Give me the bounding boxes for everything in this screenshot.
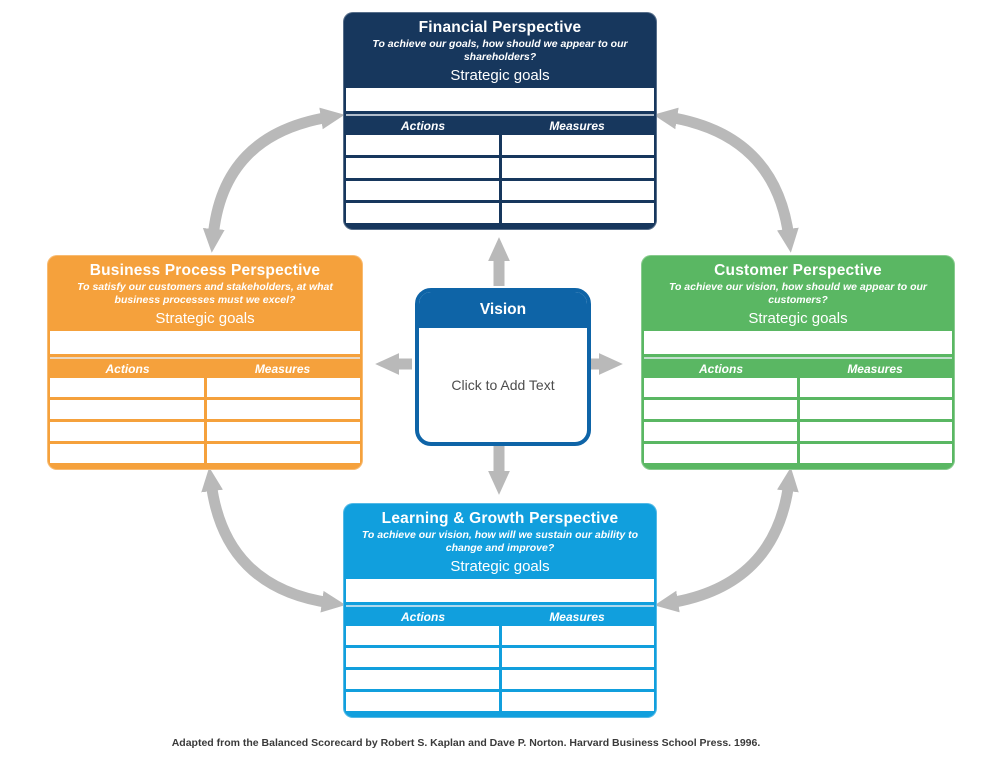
card-title: Learning & Growth Perspective — [381, 510, 619, 527]
cycle-arrow-bottom-left — [201, 467, 346, 613]
card-title: Financial Perspective — [418, 19, 582, 36]
card-question: To achieve our vision, how will we susta… — [361, 529, 639, 555]
attribution-text: Adapted from the Balanced Scorecard by R… — [171, 737, 761, 749]
measures-cell[interactable] — [501, 692, 654, 711]
measures-cell[interactable] — [799, 400, 952, 420]
actions-cell[interactable] — [346, 670, 499, 690]
measures-cell[interactable] — [501, 626, 654, 646]
card-title: Business Process Perspective — [89, 262, 321, 279]
strategic-goals-label: Strategic goals — [748, 310, 848, 328]
measures-cell[interactable] — [206, 444, 360, 463]
strategic-goals-input-row[interactable] — [346, 579, 654, 603]
table-body — [644, 378, 952, 463]
learning-growth-perspective-card: Learning & Growth Perspective To achieve… — [343, 503, 657, 718]
actions-header: Actions — [105, 361, 150, 376]
actions-header: Actions — [698, 361, 743, 376]
strategic-goals-input-row[interactable] — [50, 331, 360, 355]
strategic-goals-input-row[interactable] — [644, 331, 952, 355]
table-header-row: Actions Measures — [346, 114, 654, 135]
table-header-row: Actions Measures — [50, 357, 360, 378]
actions-measures-table: Actions Measures — [50, 357, 360, 463]
measures-cell[interactable] — [501, 203, 654, 223]
actions-cell[interactable] — [644, 400, 797, 420]
measures-cell[interactable] — [501, 648, 654, 668]
measures-header: Measures — [549, 609, 605, 624]
measures-header: Measures — [847, 361, 903, 376]
strategic-goals-label: Strategic goals — [450, 558, 550, 576]
actions-cell[interactable] — [346, 692, 499, 711]
table-body — [50, 378, 360, 463]
actions-measures-table: Actions Measures — [644, 357, 952, 463]
cycle-arrow-bottom-right — [654, 467, 799, 613]
vision-text-placeholder[interactable]: Click to Add Text — [451, 377, 555, 393]
actions-cell[interactable] — [346, 157, 499, 178]
cycle-arrow-top-left — [202, 107, 345, 253]
strategic-goals-label: Strategic goals — [450, 67, 550, 85]
measures-header: Measures — [254, 361, 311, 376]
customer-perspective-card: Customer Perspective To achieve our visi… — [641, 255, 955, 470]
card-question: To achieve our goals, how should we appe… — [372, 38, 628, 64]
actions-header: Actions — [400, 609, 445, 624]
actions-cell[interactable] — [50, 422, 204, 442]
measures-cell[interactable] — [206, 378, 360, 398]
measures-cell[interactable] — [206, 422, 360, 442]
measures-cell[interactable] — [799, 378, 952, 398]
measures-cell[interactable] — [501, 180, 654, 201]
measures-header: Measures — [549, 118, 605, 133]
vision-title: Vision — [419, 292, 587, 328]
table-body — [346, 626, 654, 711]
actions-cell[interactable] — [50, 378, 204, 398]
measures-cell[interactable] — [501, 135, 654, 155]
financial-perspective-card: Financial Perspective To achieve our goa… — [343, 12, 657, 230]
strategic-goals-label: Strategic goals — [155, 310, 255, 328]
actions-measures-table: Actions Measures — [346, 114, 654, 223]
strategic-goals-input-row[interactable] — [346, 88, 654, 112]
actions-cell[interactable] — [346, 135, 499, 155]
actions-header: Actions — [400, 118, 445, 133]
vision-card: Vision Click to Add Text — [415, 288, 591, 446]
business-process-perspective-card: Business Process Perspective To satisfy … — [47, 255, 363, 470]
card-question: To achieve our vision, how should we app… — [668, 281, 928, 307]
measures-cell[interactable] — [799, 422, 952, 442]
actions-cell[interactable] — [644, 422, 797, 442]
actions-cell[interactable] — [346, 648, 499, 668]
actions-cell[interactable] — [644, 378, 797, 398]
measures-cell[interactable] — [206, 400, 360, 420]
actions-cell[interactable] — [644, 444, 797, 463]
measures-cell[interactable] — [501, 157, 654, 178]
actions-cell[interactable] — [50, 400, 204, 420]
table-header-row: Actions Measures — [346, 605, 654, 626]
table-header-row: Actions Measures — [644, 357, 952, 378]
card-title: Customer Perspective — [714, 262, 882, 279]
measures-cell[interactable] — [501, 670, 654, 690]
actions-cell[interactable] — [50, 444, 204, 463]
actions-cell[interactable] — [346, 203, 499, 223]
actions-cell[interactable] — [346, 180, 499, 201]
actions-measures-table: Actions Measures — [346, 605, 654, 711]
table-body — [346, 135, 654, 223]
cycle-arrow-top-right — [653, 107, 799, 253]
actions-cell[interactable] — [346, 626, 499, 646]
measures-cell[interactable] — [799, 444, 952, 463]
card-question: To satisfy our customers and stakeholder… — [77, 281, 333, 307]
